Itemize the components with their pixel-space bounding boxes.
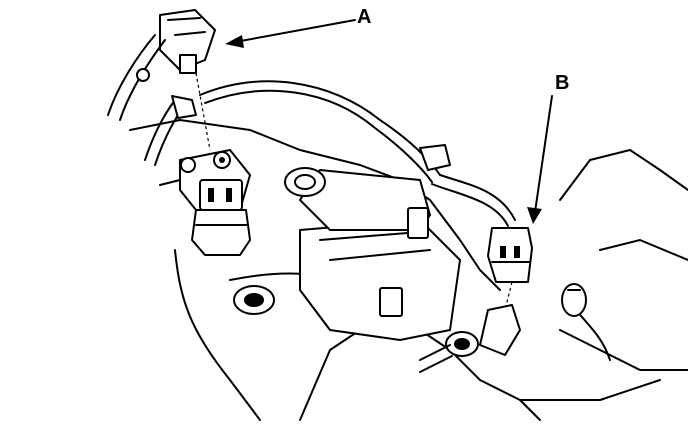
callout-label-b: B: [555, 72, 570, 94]
bracket-casting: [233, 167, 461, 341]
leader-arrow-b: [527, 95, 553, 224]
wire-harness: [144, 80, 516, 227]
leader-arrow-a: [225, 19, 356, 48]
connector-b: [487, 227, 533, 311]
callout-label-a: A: [357, 6, 372, 28]
sensor-a: [179, 149, 251, 256]
connector-a: [107, 9, 216, 151]
sensor-b: [419, 283, 587, 373]
